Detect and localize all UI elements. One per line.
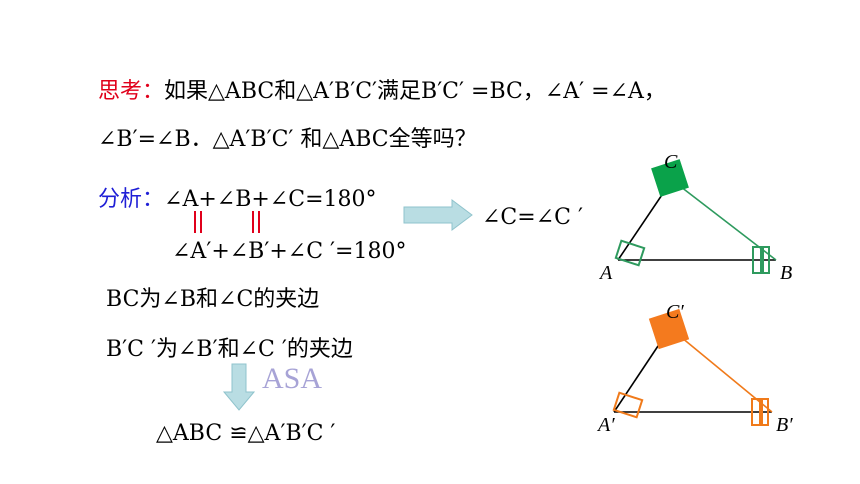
equal-mark-a <box>194 211 202 233</box>
question-line-1: 思考：如果△ABC和△A′B′C′满足B′C′ =BC，∠A′ =∠A， <box>98 78 666 106</box>
right-arrow-icon <box>403 199 473 231</box>
congruence-conclusion: △ABC ≌△A′B′C ′ <box>156 421 336 446</box>
angle-b-marker-1 <box>752 246 764 274</box>
triangle-abc <box>614 159 777 274</box>
vertex-label-a-prime: A′ <box>596 414 615 436</box>
included-side-bc: BC为∠B和∠C的夹边 <box>106 287 320 312</box>
angle-a-prime-marker <box>612 391 644 419</box>
angle-sum-equation: ∠A+∠B+∠C=180° <box>164 187 377 212</box>
question-text-1: 如果△ABC和△A′B′C′满足B′C′ =BC，∠A′ =∠A， <box>164 79 666 104</box>
angle-b-prime-marker-2 <box>759 398 769 426</box>
vertex-label-c: C <box>664 151 678 173</box>
angle-c-equality: ∠C=∠C ′ <box>482 205 583 230</box>
angle-b-prime-marker-1 <box>751 398 763 426</box>
asa-label: ASA <box>262 362 323 395</box>
down-arrow-icon <box>222 363 256 411</box>
angle-sum-equation-prime: ∠A′+∠B′+∠C ′=180° <box>172 239 407 264</box>
question-label: 思考： <box>98 79 165 104</box>
angle-a-marker <box>614 239 646 267</box>
vertex-label-c-prime: C′ <box>666 301 684 323</box>
vertex-label-b-prime: B′ <box>776 414 793 436</box>
triangle-abc-prime <box>612 308 773 426</box>
vertex-label-b: B <box>780 262 792 284</box>
angle-c-prime-marker <box>648 308 690 350</box>
equal-mark-b <box>252 211 260 233</box>
angle-b-marker-2 <box>760 246 770 274</box>
included-side-bc-prime: B′C ′为∠B′和∠C ′的夹边 <box>106 337 353 362</box>
angle-c-marker <box>651 159 689 197</box>
vertex-label-a: A <box>598 262 613 284</box>
analysis-label: 分析： <box>98 187 165 212</box>
question-line-2: ∠B′=∠B．△A′B′C′ 和△ABC全等吗？ <box>98 127 477 152</box>
analysis-line-1: 分析：∠A+∠B+∠C=180° <box>98 186 377 214</box>
